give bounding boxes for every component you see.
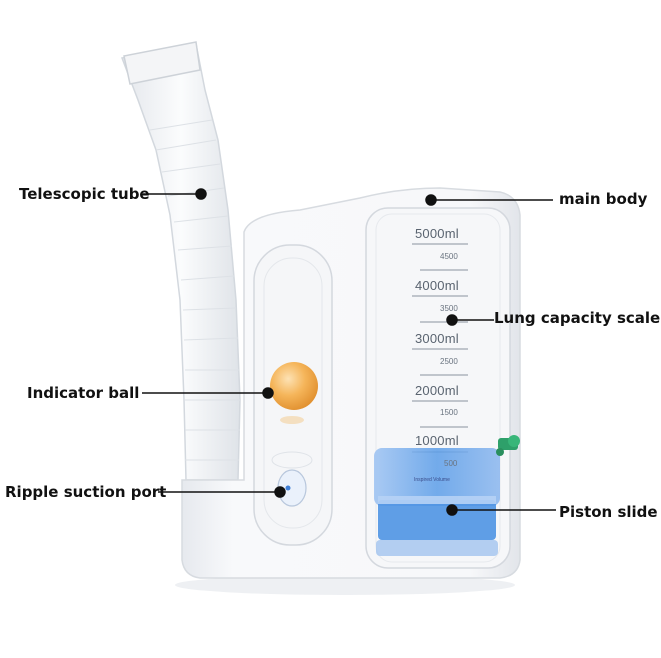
scale-label-2000: 2000ml	[415, 383, 459, 398]
label-ripple-suction-port: Ripple suction port	[5, 483, 167, 501]
label-main-body: main body	[559, 190, 648, 208]
callout-lines	[142, 188, 556, 516]
scale-label-1000: 1000ml	[415, 433, 459, 448]
scale-label-1500: 1500	[440, 408, 458, 417]
scale-label-3500: 3500	[440, 304, 458, 313]
scale-label-5000: 5000ml	[415, 226, 459, 241]
telescopic-tube-body	[120, 41, 241, 481]
scale-label-500: 500	[444, 459, 458, 468]
label-telescopic-tube: Telescopic tube	[19, 185, 150, 203]
scale-label-2500: 2500	[440, 357, 458, 366]
scale-ticks	[412, 243, 468, 453]
inspired-volume-label: Inspired Volume	[414, 477, 450, 483]
valve-knob	[496, 435, 520, 456]
indicator-ball-sphere	[270, 362, 318, 410]
scale-label-3000: 3000ml	[415, 331, 459, 346]
scale-label-4500: 4500	[440, 252, 458, 261]
scale-label-4000: 4000ml	[415, 278, 459, 293]
base-shadow	[175, 575, 515, 595]
label-piston-slide: Piston slide	[559, 503, 658, 521]
label-lung-capacity-scale: Lung capacity scale	[494, 309, 661, 327]
label-indicator-ball: Indicator ball	[27, 384, 140, 402]
piston-slide-body	[374, 448, 500, 556]
